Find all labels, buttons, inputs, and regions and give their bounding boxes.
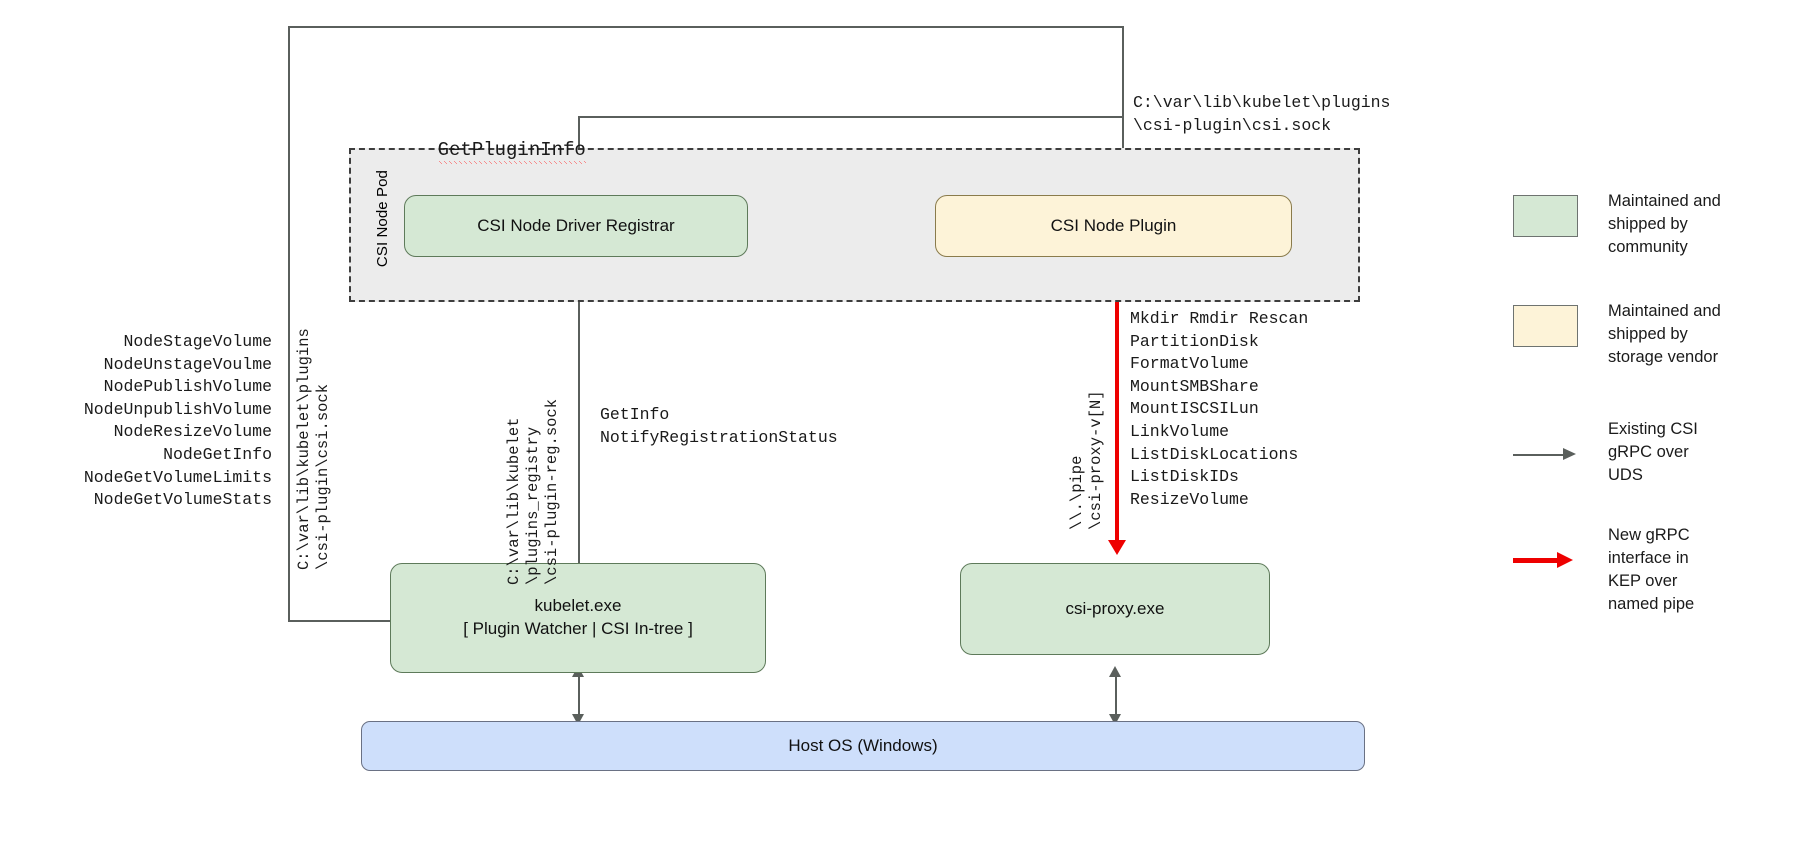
arrowhead-kubelet-down	[572, 714, 584, 725]
plugin-socket-path-label: C:\var\lib\kubelet\plugins \csi-plugin\c…	[1133, 93, 1391, 135]
named-pipe-path-vertical: \\.\pipe \csi-proxy-v[N]	[1068, 390, 1105, 530]
host-os-label: Host OS (Windows)	[788, 735, 938, 755]
legend-arrow-red-icon	[1513, 549, 1578, 572]
arrowhead-csiproxy-up	[1109, 666, 1121, 677]
edge-top-horizontal-registrar	[288, 26, 1124, 28]
host-os-box[interactable]: Host OS (Windows)	[361, 721, 1365, 771]
registry-sock-path-vertical: C:\var\lib\kubelet \plugins_registry \cs…	[505, 398, 561, 585]
legend-label-community: Maintained and shipped by community	[1608, 192, 1721, 256]
csi-node-plugin-label: CSI Node Plugin	[1050, 215, 1177, 235]
kubelet-exe-box[interactable]: kubelet.exe [ Plugin Watcher | CSI In-tr…	[390, 563, 766, 673]
legend-label-existing-grpc: Existing CSI gRPC over UDS	[1608, 420, 1698, 484]
kubelet-csi-sock-path-vertical: C:\var\lib\kubelet\plugins \csi-plugin\c…	[295, 328, 332, 570]
legend-label-vendor: Maintained and shipped by storage vendor	[1608, 302, 1721, 366]
edge-nodeplugin-down-from-top	[1122, 26, 1124, 180]
get-plugin-info-label: GetPluginInfo	[392, 116, 586, 184]
legend-swatch-vendor	[1513, 305, 1578, 347]
arrowhead-csiproxy-down	[1109, 714, 1121, 725]
csi-proxy-rpc-list: Mkdir Rmdir Rescan PartitionDisk FormatV…	[1130, 309, 1309, 509]
edge-registrar-top-horizontal	[578, 116, 1123, 118]
edge-kubelet-hostos	[578, 673, 580, 721]
edge-kubelet-to-registrar	[578, 268, 580, 565]
registration-rpc-list: GetInfo NotifyRegistrationStatus	[600, 405, 838, 447]
legend-label-new-grpc: New gRPC interface in KEP over named pip…	[1608, 526, 1695, 613]
csi-node-driver-registrar-label: CSI Node Driver Registrar	[477, 215, 675, 235]
edge-bottom-left-to-kubelet	[288, 620, 395, 622]
kubelet-exe-label: kubelet.exe	[534, 596, 622, 616]
csi-node-rpc-list: NodeStageVolume NodeUnstageVoulme NodePu…	[83, 332, 272, 510]
csi-proxy-exe-box[interactable]: csi-proxy.exe	[960, 563, 1270, 655]
edge-nodeplugin-to-csiproxy	[1115, 254, 1119, 546]
edge-registrar-to-kubelet-vertical-left	[288, 26, 290, 622]
legend-arrow-gray-icon	[1513, 443, 1578, 466]
arrowhead-into-csi-proxy	[1108, 540, 1126, 555]
get-plugin-info-text: GetPluginInfo	[437, 138, 586, 164]
csi-node-driver-registrar-box[interactable]: CSI Node Driver Registrar	[404, 195, 748, 257]
legend-item-vendor: Maintained and shipped by storage vendor	[1513, 302, 1721, 369]
csi-proxy-exe-label: csi-proxy.exe	[1065, 598, 1165, 618]
legend-swatch-community	[1513, 195, 1578, 237]
legend-item-community: Maintained and shipped by community	[1513, 192, 1721, 259]
csi-node-pod-label: CSI Node Pod	[374, 170, 391, 268]
csi-node-plugin-box[interactable]: CSI Node Plugin	[935, 195, 1292, 257]
legend-item-existing-grpc: Existing CSI gRPC over UDS	[1513, 420, 1698, 487]
legend-item-new-grpc: New gRPC interface in KEP over named pip…	[1513, 526, 1695, 616]
kubelet-exe-sublabel: [ Plugin Watcher | CSI In-tree ]	[463, 619, 693, 638]
edge-csiproxy-hostos	[1115, 673, 1117, 721]
